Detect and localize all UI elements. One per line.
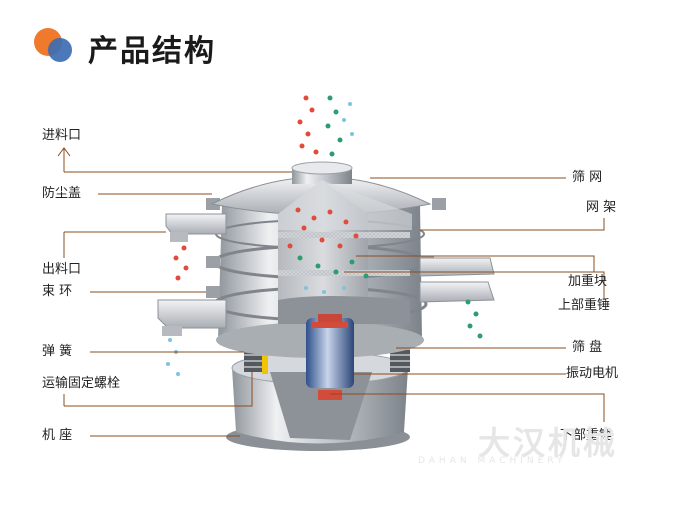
particles: [166, 95, 483, 376]
label-weight-block: 加重块: [568, 274, 608, 289]
label-feed-inlet: 进料口: [42, 128, 82, 143]
label-sieve-tray: 筛 盘: [572, 340, 603, 355]
lower-weight: [318, 390, 342, 400]
vibration-motor: [306, 318, 354, 388]
label-dust-cover: 防尘盖: [42, 186, 82, 201]
machine-base: [226, 351, 410, 451]
label-clamp-ring: 束 环: [42, 284, 73, 299]
leader-lines: [57, 147, 605, 437]
watermark-sub-text: DAHAN MACHINERY: [418, 456, 567, 466]
transport-bolt: [262, 348, 268, 374]
label-outlet: 出料口: [42, 262, 82, 277]
watermark-logo-text: 大汉机械: [478, 424, 619, 462]
label-vibration-motor: 振动电机: [566, 366, 619, 381]
page-title: 产品结构: [88, 34, 216, 69]
label-lower-weight: 下部重锤: [560, 428, 613, 443]
label-upper-weight: 上部重锤: [558, 298, 611, 313]
label-spring: 弹 簧: [42, 344, 73, 359]
cutaway-interior: [278, 180, 412, 400]
label-transport-bolt: 运输固定螺栓: [42, 376, 121, 391]
label-screen-mesh: 筛 网: [572, 170, 603, 185]
logo-icon: [34, 28, 72, 62]
upper-weight: [318, 314, 342, 322]
label-mesh-frame: 网 架: [586, 200, 617, 215]
screen-mesh: [278, 232, 410, 238]
label-base: 机 座: [42, 428, 73, 443]
